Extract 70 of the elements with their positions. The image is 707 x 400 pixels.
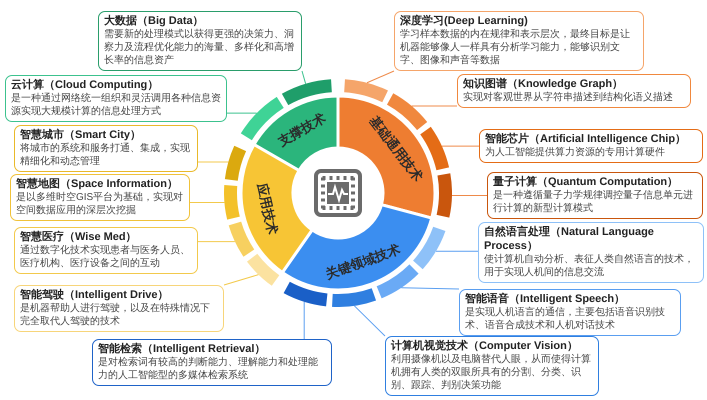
info-box <box>98 11 302 71</box>
box-text: 为人工智能提供算力资源的专用计算硬件 <box>485 146 666 159</box>
box-text: 是机器帮助人进行驾驶，以及在特殊情况下完全取代人驾驶的技术 <box>20 302 211 328</box>
box-title: 自然语言处理（Natural Language Process） <box>484 225 655 253</box>
info-box <box>10 174 190 221</box>
sector-label: 支撑技术 <box>274 108 329 151</box>
leader-line <box>304 301 305 340</box>
ring-segment <box>413 226 446 270</box>
info-box <box>5 75 227 122</box>
ring-sector <box>338 96 435 219</box>
box-title: 知识图谱（Knowledge Graph） <box>463 77 624 91</box>
ring-segment <box>283 281 328 307</box>
box-text: 使计算机自动分析、表征人类自然语言的技术，用于实现人机间的信息交流 <box>484 253 695 279</box>
box-title: 智慧城市（Smart City） <box>20 128 142 142</box>
ring-segment <box>228 221 255 257</box>
box-title: 深度学习(Deep Learning) <box>400 14 529 28</box>
info-box <box>487 172 703 219</box>
sector-label: 基础通用技术 <box>366 112 427 185</box>
box-text: 是实现人机语言的通信，主要包括语音识别技术、语音合成技术和人机对话技术 <box>465 306 666 332</box>
box-title: 智能芯片（Artificial Intelligence Chip） <box>485 132 688 146</box>
info-box <box>479 129 703 163</box>
box-text: 是以多维时空GIS平台为基础，实现对空间数据应用的深层次挖掘 <box>16 191 184 217</box>
box-title: 计算机视觉技术（Computer Vision） <box>391 339 579 353</box>
ring-segment <box>332 288 377 307</box>
box-title: 智慧地图（Space Information） <box>16 177 179 191</box>
box-text: 是对检索词有较高的判断能力、理解能力和处理能力的人工智能型的多媒体检索系统 <box>98 356 319 382</box>
info-box <box>14 285 224 332</box>
info-box <box>478 222 704 283</box>
box-title: 智能驾驶（Intelligent Drive） <box>20 288 170 302</box>
box-text: 是一种遵循量子力学规律调控量子信息单元进行计算的新型计算模式 <box>493 189 694 215</box>
info-box <box>385 336 599 396</box>
info-box <box>92 339 332 386</box>
box-text: 将城市的系统和服务打通、集成，实现精细化和动态管理 <box>20 142 191 168</box>
box-title: 智能检索（Intelligent Retrieval） <box>98 342 266 356</box>
box-text: 利用摄像机以及电脑替代人眼，从而使得计算机拥有人类的双眼所具有的分割、分类、识别、跟踪、判别决策功能 <box>391 353 592 392</box>
ring-sector <box>253 96 338 171</box>
leader-line <box>435 250 478 252</box>
info-box <box>14 227 198 274</box>
box-text: 需要新的处理模式以获得更强的决策力、洞察力及流程优化能力的海量、多样化和高增长率的信息资产 <box>104 28 295 67</box>
box-title: 云计算（Cloud Computing） <box>11 78 160 92</box>
info-box <box>459 289 681 336</box>
leader-line <box>302 70 306 84</box>
sector-label: 关键领域技术 <box>323 240 403 284</box>
leader-line <box>354 305 386 336</box>
leader-line <box>190 202 225 203</box>
box-text: 学习样本数据的内在规律和表示层次，最终目标是让机器能够像人一样具有分析学习能力，能够识别文字、图像和声音等数据 <box>400 28 631 67</box>
box-title: 智慧医疗（Wise Med） <box>20 230 138 244</box>
box-title: 智能语音（Intelligent Speech） <box>465 292 626 306</box>
box-text: 通过数字化技术实现患者与医务人员、医疗机构、医疗设备之间的互动 <box>20 244 191 270</box>
box-title: 量子计算（Quantum Computation） <box>493 175 680 189</box>
sector-label: 应用技术 <box>253 181 282 236</box>
info-box <box>394 11 644 71</box>
info-box <box>457 74 691 108</box>
ring-segment <box>344 79 388 103</box>
info-box <box>14 125 198 172</box>
ring-segment <box>246 253 280 286</box>
ring-sector <box>282 204 432 290</box>
leader-line <box>451 194 488 196</box>
ring-segment <box>281 79 332 106</box>
ring-segment <box>224 145 247 181</box>
leader-line <box>366 70 394 84</box>
leader-line <box>441 146 480 147</box>
box-text: 实现对客观世界从字符串描述到结构化语义描述 <box>463 91 674 104</box>
leader-line <box>400 287 460 290</box>
box-title: 大数据（Big Data） <box>104 14 205 28</box>
leader-line <box>226 112 258 114</box>
ring-segment <box>224 185 240 220</box>
leader-line <box>198 162 229 163</box>
box-text: 是一种通过网络统一组织和灵活调用各种信息资源实现大规模计算的信息处理方式 <box>11 92 221 118</box>
ring-segment <box>436 173 452 218</box>
